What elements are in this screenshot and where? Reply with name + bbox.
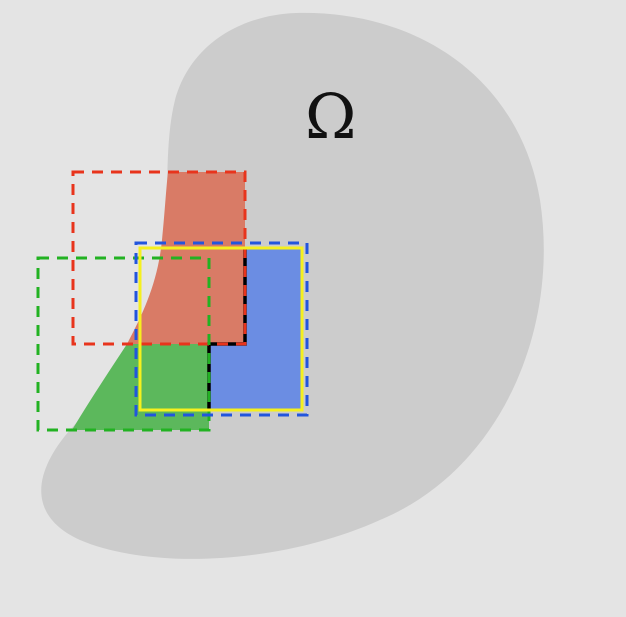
blue-subdomain bbox=[209, 249, 302, 410]
red-dashed-box bbox=[71, 170, 247, 346]
blue-dashed-box bbox=[134, 241, 309, 417]
green-dashed-box bbox=[36, 256, 211, 432]
yellow-solid-box bbox=[138, 246, 304, 412]
domain-label-omega: Ω bbox=[305, 80, 356, 153]
red-subdomain bbox=[127, 172, 245, 344]
